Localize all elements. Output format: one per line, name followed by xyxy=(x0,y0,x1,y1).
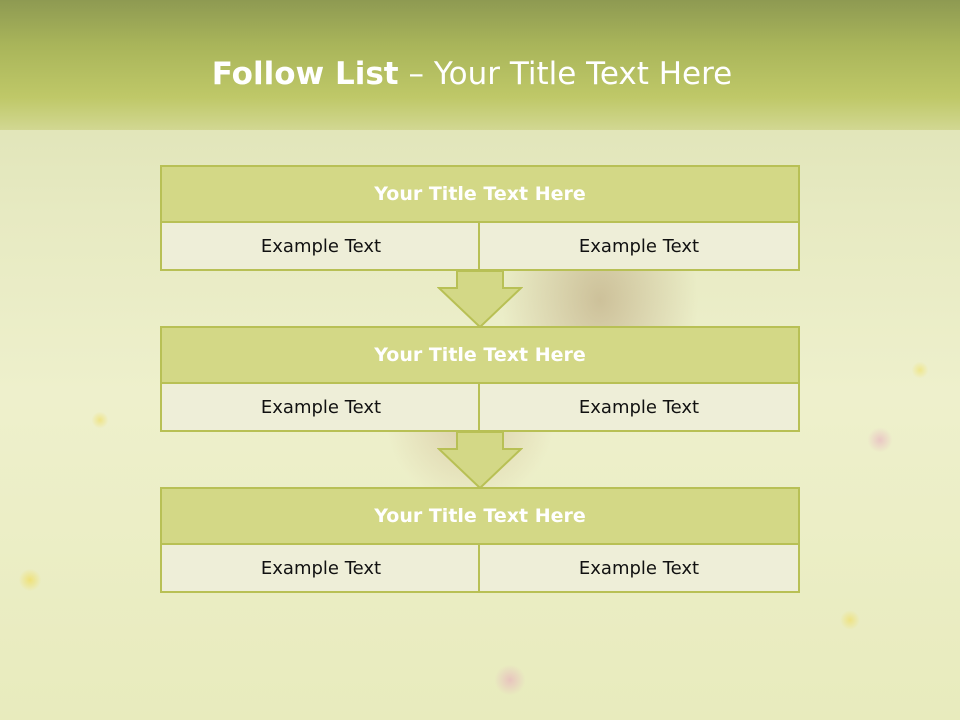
block-title: Your Title Text Here xyxy=(160,165,800,223)
down-arrow-icon xyxy=(437,270,523,328)
slide-title-rest: – Your Title Text Here xyxy=(398,56,733,92)
list-block-1: Your Title Text Here Example Text Exampl… xyxy=(160,165,800,271)
block-cell-left: Example Text xyxy=(160,543,482,593)
block-cell-right: Example Text xyxy=(478,221,800,271)
block-cell-left: Example Text xyxy=(160,221,482,271)
block-cell-left: Example Text xyxy=(160,382,482,432)
header-band xyxy=(0,0,960,130)
list-block-3: Your Title Text Here Example Text Exampl… xyxy=(160,487,800,593)
block-cell-right: Example Text xyxy=(478,543,800,593)
down-arrow-icon xyxy=(437,431,523,489)
slide-title-bold: Follow List xyxy=(211,56,399,92)
slide-title: Follow List – Your Title Text Here xyxy=(0,56,944,92)
block-title: Your Title Text Here xyxy=(160,326,800,384)
block-title: Your Title Text Here xyxy=(160,487,800,545)
list-block-2: Your Title Text Here Example Text Exampl… xyxy=(160,326,800,432)
block-cell-right: Example Text xyxy=(478,382,800,432)
